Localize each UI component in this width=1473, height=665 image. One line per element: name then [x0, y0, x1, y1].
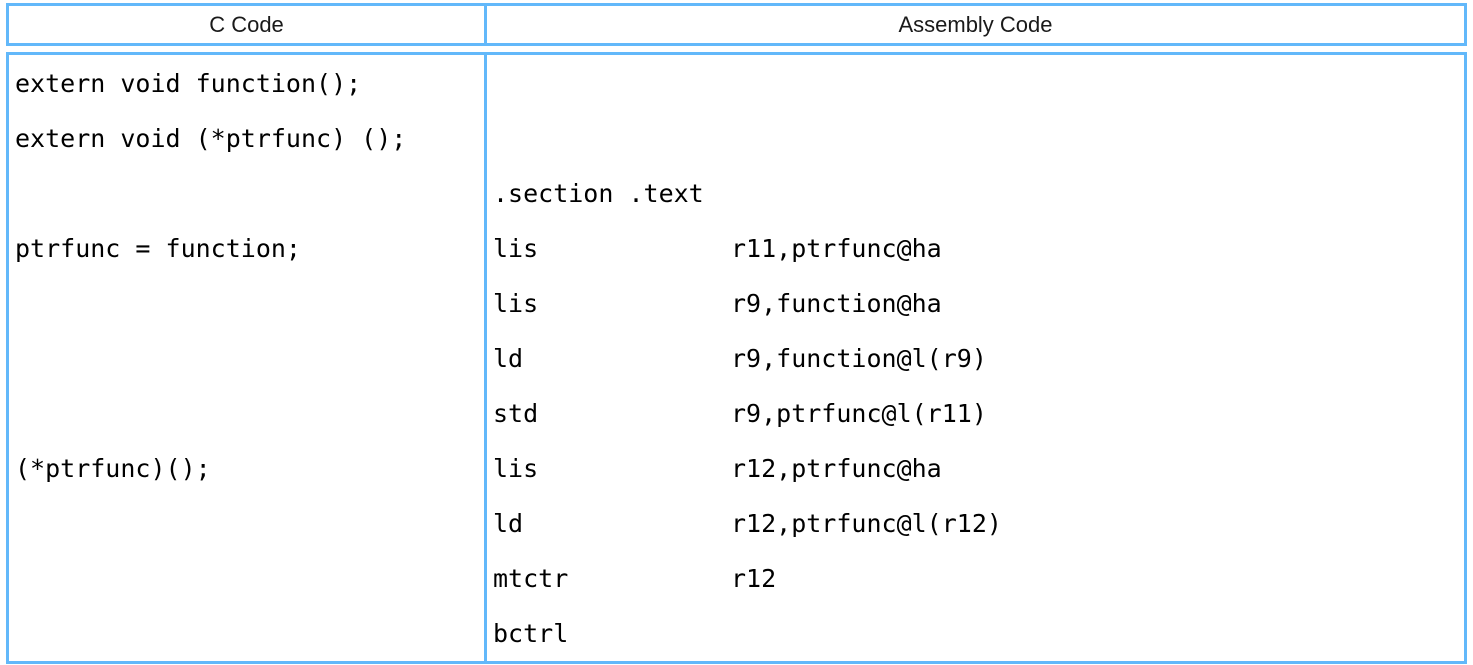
cell-assembly-code: .section .text lis r11,ptrfunc@ha lis r9,fun…: [484, 52, 1467, 664]
spacer-cell-right: [484, 46, 1467, 52]
assembly-mnemonic: bctrl: [493, 619, 569, 648]
c-code-line: [15, 331, 484, 386]
assembly-operand: r11,ptrfunc@ha: [731, 234, 942, 263]
assembly-code-line: .section .text: [493, 166, 1464, 221]
table-body: extern void function(); extern void (*ptr…: [6, 46, 1467, 664]
cell-c-code: extern void function(); extern void (*ptr…: [6, 52, 484, 664]
assembly-mnemonic: .section .text: [493, 179, 704, 208]
assembly-code-line: lis r11,ptrfunc@ha: [493, 221, 1464, 276]
assembly-mnemonic: mtctr: [493, 564, 569, 593]
c-code-line: extern void function();: [15, 69, 362, 98]
assembly-mnemonic: [493, 111, 731, 166]
table-header-row: C Code Assembly Code: [6, 3, 1467, 46]
assembly-mnemonic: std: [493, 399, 539, 428]
c-code-line: [15, 386, 484, 441]
table-header: C Code Assembly Code: [6, 3, 1467, 46]
assembly-code-line: mtctr r12: [493, 551, 1464, 606]
c-code-line: [15, 496, 484, 551]
assembly-mnemonic: [493, 56, 731, 111]
assembly-mnemonic: ld: [493, 509, 524, 538]
assembly-operand: r12: [731, 564, 777, 593]
assembly-operand: r12,ptrfunc@l(r12): [731, 509, 1002, 538]
assembly-operand: r9,function@l(r9): [731, 344, 987, 373]
table-content-row: extern void function(); extern void (*ptr…: [6, 52, 1467, 664]
c-code-line: [15, 276, 484, 331]
c-code-line: (*ptrfunc)();: [15, 454, 211, 483]
code-comparison-table: C Code Assembly Code extern void functio…: [6, 3, 1467, 664]
assembly-code-line: ld r9,function@l(r9): [493, 331, 1464, 386]
spacer-cell-left: [6, 46, 484, 52]
assembly-code-line: bctrl: [493, 606, 1464, 661]
assembly-code-line: lis r9,function@ha: [493, 276, 1464, 331]
assembly-code-line: [493, 56, 1464, 111]
c-code-line: [15, 166, 484, 221]
assembly-mnemonic: lis: [493, 289, 539, 318]
c-code-line: extern void (*ptrfunc) ();: [15, 124, 407, 153]
column-header-c-code: C Code: [6, 3, 484, 46]
assembly-code-line: ld r12,ptrfunc@l(r12): [493, 496, 1464, 551]
assembly-code-line: lis r12,ptrfunc@ha: [493, 441, 1464, 496]
c-code-block: extern void function(); extern void (*ptr…: [9, 55, 484, 551]
column-header-assembly-code: Assembly Code: [484, 3, 1467, 46]
assembly-operand: r9,ptrfunc@l(r11): [731, 399, 987, 428]
code-comparison-table-wrapper: C Code Assembly Code extern void functio…: [6, 3, 1467, 664]
assembly-code-line: std r9,ptrfunc@l(r11): [493, 386, 1464, 441]
assembly-mnemonic: lis: [493, 234, 539, 263]
c-code-line: ptrfunc = function;: [15, 234, 301, 263]
assembly-operand: r9,function@ha: [731, 289, 942, 318]
table-spacer-row: [6, 46, 1467, 52]
assembly-code-line: [493, 111, 1464, 166]
assembly-operand: r12,ptrfunc@ha: [731, 454, 942, 483]
assembly-mnemonic: ld: [493, 344, 524, 373]
assembly-code-block: .section .text lis r11,ptrfunc@ha lis r9,fun…: [487, 55, 1464, 661]
assembly-mnemonic: lis: [493, 454, 539, 483]
